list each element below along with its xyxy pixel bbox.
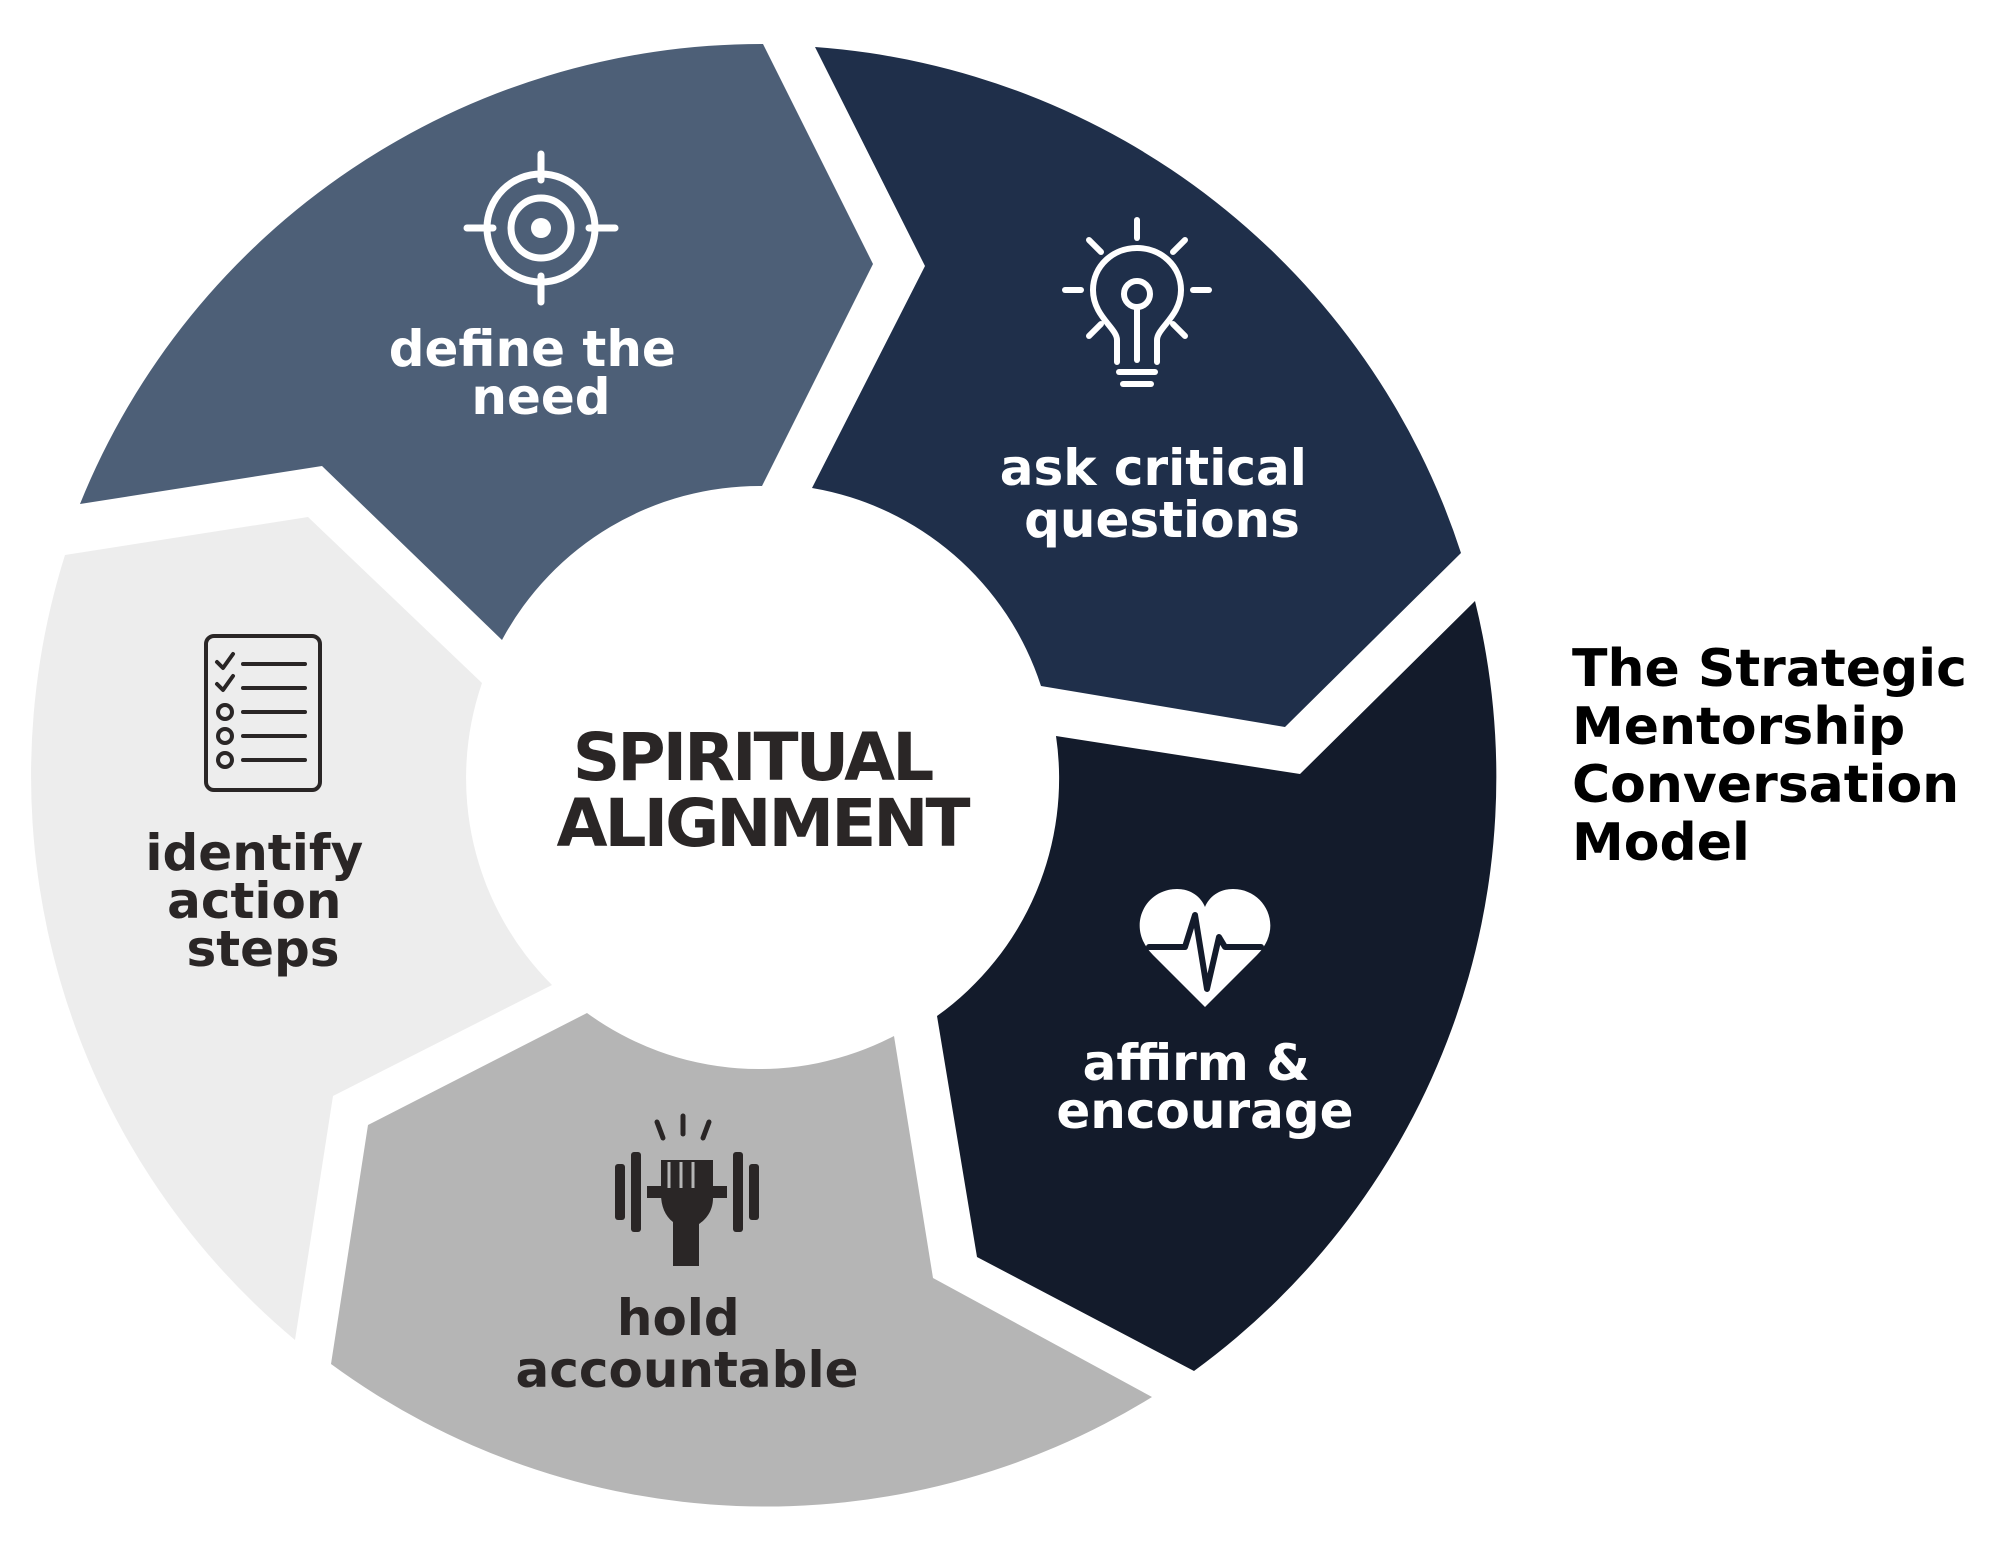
diagram-title-line-3: Conversation (1572, 755, 1960, 815)
segment-identify-action-steps: identify action steps (31, 517, 553, 1340)
diagram-title: The Strategic Mentorship Conversation Mo… (1572, 640, 1992, 872)
label-identify-action-steps: identify action steps (145, 824, 380, 978)
label-ask-line-1: ask critical (1000, 439, 1307, 497)
lightbulb-icon (1062, 217, 1212, 387)
label-affirm-line-1: affirm & (1083, 1034, 1310, 1092)
segment-hold-accountable: hold accountable (331, 1013, 1152, 1507)
label-define-line-1: define the (389, 320, 676, 378)
label-ask-critical-questions: ask critical questions (1000, 439, 1325, 549)
center-label: SPIRITUAL ALIGNMENT (556, 719, 970, 862)
label-identify-line-3: steps (186, 920, 339, 978)
label-define-line-2: need (471, 368, 610, 426)
label-hold-line-1: hold (617, 1289, 740, 1347)
label-ask-line-2: questions (1024, 491, 1300, 549)
label-hold-line-2: accountable (515, 1341, 858, 1399)
label-define-the-need: define the need (389, 320, 694, 426)
label-identify-line-2: action (167, 872, 341, 930)
segment-shape-identify-action-steps (31, 517, 553, 1340)
target-icon (463, 150, 619, 306)
label-affirm-line-2: encourage (1056, 1082, 1353, 1140)
diagram-title-line-1: The Strategic (1572, 639, 1967, 699)
heartbeat-icon (1139, 889, 1271, 1007)
center-label-line-2: ALIGNMENT (556, 785, 970, 862)
center-hub: SPIRITUAL ALIGNMENT (556, 719, 973, 862)
segment-shape-define-the-need (80, 43, 873, 640)
segment-shape-hold-accountable (331, 1013, 1152, 1507)
diagram-title-line-2: Mentorship (1572, 697, 1906, 757)
center-label-line-1: SPIRITUAL (573, 719, 934, 796)
segment-ask-critical-questions: ask critical questions (812, 47, 1461, 727)
label-identify-line-1: identify (145, 824, 363, 882)
label-affirm-encourage: affirm & encourage (1056, 1034, 1353, 1140)
fist-dumbbell-icon (615, 1113, 759, 1266)
checklist-icon (204, 634, 322, 792)
segment-affirm-encourage: affirm & encourage (937, 601, 1497, 1371)
diagram-title-line-4: Model (1572, 813, 1750, 873)
label-hold-accountable: hold accountable (515, 1289, 858, 1399)
segment-define-the-need: define the need (80, 43, 873, 640)
